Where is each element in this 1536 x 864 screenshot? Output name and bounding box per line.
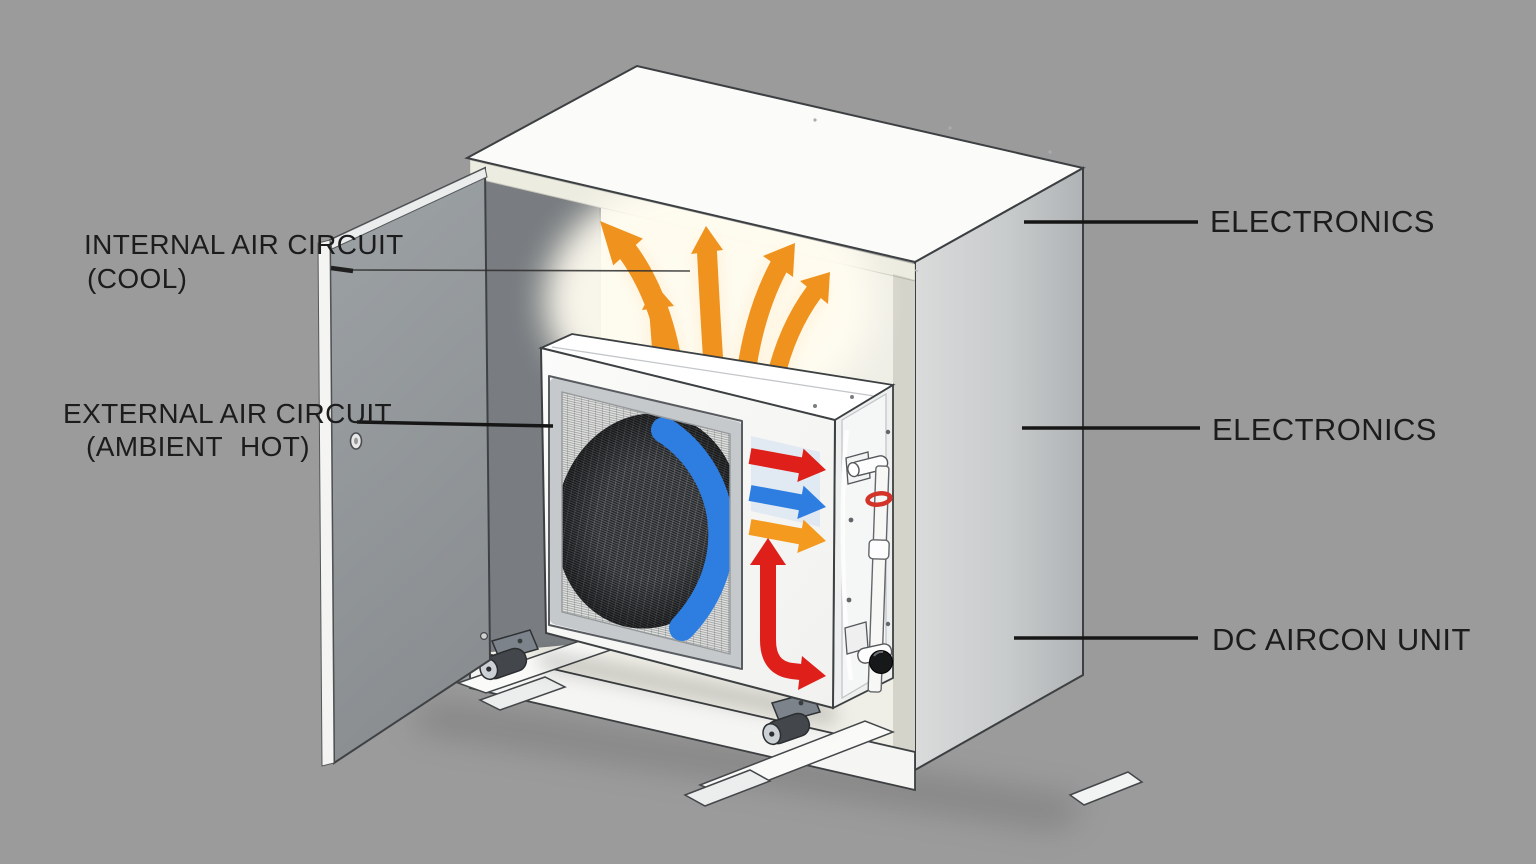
electronics-cabinet <box>464 64 1086 772</box>
unit-top-screw <box>850 395 854 399</box>
door-free-edge <box>317 239 335 767</box>
hot-flow-arrow-right <box>748 448 826 482</box>
pipe-red-clamp <box>865 491 893 507</box>
grille-frame-outline <box>548 375 743 670</box>
warm-flow-arrow-right <box>748 519 826 553</box>
cabinet-right-wall <box>914 166 1084 772</box>
leader-external-line <box>356 420 554 428</box>
cabinet-foot-right <box>1068 771 1144 806</box>
unit-shadow <box>540 650 835 726</box>
door-top-edge <box>329 167 488 250</box>
label-external-air-circuit-line2-left: (AMBIENT <box>86 431 223 462</box>
label-dc-aircon-unit: DC AIRCON UNIT <box>1212 622 1471 657</box>
grille-frame <box>549 377 743 669</box>
label-internal-air-circuit-line2: (COOL) <box>87 263 187 294</box>
unit-flow-arrows <box>748 448 826 690</box>
hot-air-arrow-2-head <box>642 284 674 310</box>
top-face-dot <box>813 118 817 122</box>
cabinet-top-face <box>464 64 1086 264</box>
pipe-coupling <box>868 539 890 560</box>
pipe-valve-black <box>869 650 893 674</box>
foot-pad-left <box>478 676 567 711</box>
pipe-vertical <box>867 465 890 693</box>
label-internal-air-circuit-line1: INTERNAL AIR CIRCUIT <box>84 229 404 260</box>
door-keyhole-center <box>354 437 358 445</box>
label-electronics-middle: ELECTRONICS <box>1212 412 1437 447</box>
interior-right-shade <box>893 274 915 752</box>
valve-highlight <box>873 650 884 657</box>
fan-grille <box>548 375 743 670</box>
exhaust-l-arrow-shaft <box>760 562 802 680</box>
labels: INTERNAL AIR CIRCUIT (COOL) EXTERNAL AIR… <box>63 204 1471 657</box>
interior-screw <box>480 631 489 640</box>
label-electronics-top: ELECTRONICS <box>1210 204 1435 239</box>
fan-airflow-crescent <box>651 417 732 641</box>
top-face-dot <box>948 126 952 130</box>
refrigerant-pipe-assembly <box>844 429 893 693</box>
side-screw <box>885 621 891 627</box>
hot-air-arrow-5-head <box>800 272 830 304</box>
cabinet-door <box>317 166 492 767</box>
cool-flow-arrow-right <box>748 485 826 519</box>
hot-air-arrow-3-shaft <box>697 242 724 382</box>
label-external-air-circuit-line2-right: HOT) <box>240 431 310 462</box>
label-external-air-circuit-line1: EXTERNAL AIR CIRCUIT <box>63 398 392 429</box>
exhaust-arrow-head-right <box>798 656 826 690</box>
unit-side-panel <box>832 383 894 710</box>
side-screw <box>848 517 854 523</box>
exhaust-arrow-head-up <box>750 538 786 565</box>
dc-aircon-unit <box>479 333 896 746</box>
leader-internal-line <box>352 269 691 272</box>
unit-top-seam <box>551 346 875 397</box>
leader-lines <box>330 220 1200 640</box>
hot-air-arrow-4-head <box>763 243 795 277</box>
top-face-dot <box>1048 150 1052 154</box>
leader-internal-dash <box>330 265 354 274</box>
hot-air-arrow-1-head <box>600 221 643 266</box>
side-screw <box>846 597 852 603</box>
hot-air-arrow-4-shaft <box>736 256 789 384</box>
hot-air-arrow-3-head <box>691 226 723 254</box>
grille-frame-inner-line <box>561 391 731 655</box>
foot-pad-center <box>683 769 772 807</box>
side-screw <box>885 429 891 435</box>
unit-top-screw <box>813 404 817 408</box>
